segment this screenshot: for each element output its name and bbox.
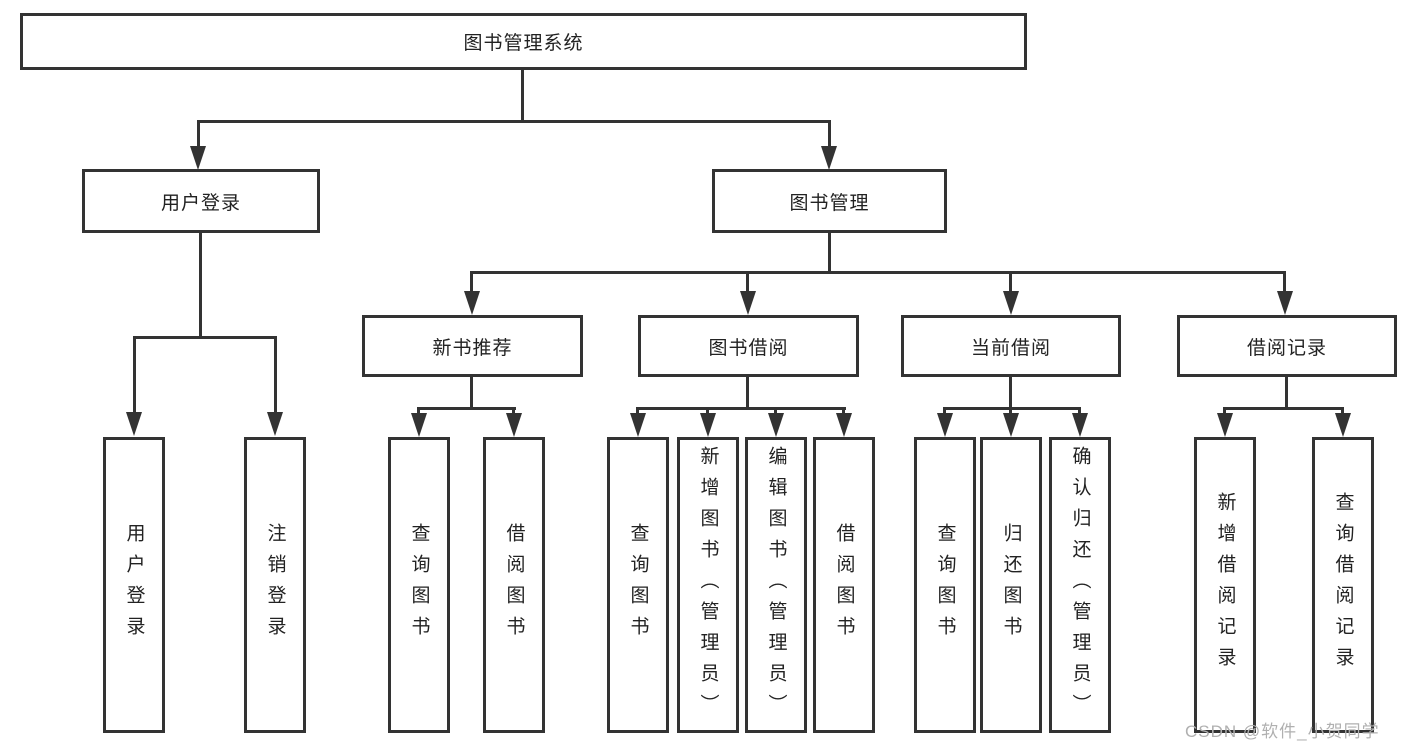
arrow-down-icon <box>700 413 716 437</box>
leaf-label: 查询借阅记录 <box>1332 492 1354 678</box>
node-current-borrow: 当前借阅 <box>901 315 1121 377</box>
connector-line <box>828 233 831 271</box>
connector-line <box>1009 377 1012 407</box>
connector-line <box>133 336 277 339</box>
node-label: 图书管理 <box>789 192 870 214</box>
connector-line <box>470 271 473 293</box>
connector-line <box>1078 407 1081 415</box>
arrow-down-icon <box>1072 413 1088 437</box>
arrow-down-icon <box>464 291 480 315</box>
leaf-query-books: 查询图书 <box>388 437 450 733</box>
connector-line <box>512 407 515 415</box>
connector-line <box>197 120 830 123</box>
connector-line <box>842 407 845 415</box>
connector-line <box>470 377 473 407</box>
connector-line <box>133 336 136 412</box>
connector-line <box>417 407 516 410</box>
leaf-borrow-books-2: 借阅图书 <box>813 437 875 733</box>
leaf-add-books-admin: 新增图书（管理员） <box>677 437 739 733</box>
arrow-down-icon <box>821 146 837 170</box>
connector-line <box>1341 407 1344 415</box>
csdn-watermark: CSDN @软件_小贺同学 <box>1185 722 1380 741</box>
connector-line <box>1009 271 1012 293</box>
leaf-label: 查询图书 <box>408 523 430 647</box>
node-root-label: 图书管理系统 <box>463 33 584 54</box>
leaf-label: 用户登录 <box>123 523 145 647</box>
connector-line <box>1223 407 1226 415</box>
leaf-label: 新增借阅记录 <box>1214 492 1236 678</box>
connector-line <box>1285 377 1288 407</box>
node-root: 图书管理系统 <box>20 13 1027 70</box>
node-user-login: 用户登录 <box>82 169 320 233</box>
connector-line <box>943 407 946 415</box>
leaf-label: 借阅图书 <box>833 523 855 647</box>
connector-line <box>636 407 846 410</box>
leaf-query-books-3: 查询图书 <box>914 437 976 733</box>
leaf-label: 借阅图书 <box>503 523 525 647</box>
arrow-down-icon <box>190 146 206 170</box>
arrow-down-icon <box>126 412 142 436</box>
leaf-label: 新增图书（管理员） <box>697 445 719 725</box>
connector-line <box>197 120 200 148</box>
leaf-label: 查询图书 <box>627 523 649 647</box>
arrow-down-icon <box>937 413 953 437</box>
leaf-label: 查询图书 <box>934 523 956 647</box>
arrow-down-icon <box>411 413 427 437</box>
leaf-user-login: 用户登录 <box>103 437 165 733</box>
connector-line <box>521 70 524 121</box>
connector-line <box>1283 271 1286 293</box>
node-new-book-recommend: 新书推荐 <box>362 315 583 377</box>
leaf-label: 确认归还（管理员） <box>1069 445 1091 725</box>
leaf-label: 注销登录 <box>264 523 286 647</box>
node-label: 借阅记录 <box>1246 337 1327 359</box>
arrow-down-icon <box>1277 291 1293 315</box>
connector-line <box>828 120 831 148</box>
arrow-down-icon <box>630 413 646 437</box>
leaf-borrow-books: 借阅图书 <box>483 437 545 733</box>
leaf-edit-books-admin: 编辑图书（管理员） <box>745 437 807 733</box>
connector-line <box>774 407 777 415</box>
arrow-down-icon <box>1003 413 1019 437</box>
arrow-down-icon <box>506 413 522 437</box>
leaf-return-books: 归还图书 <box>980 437 1042 733</box>
connector-line <box>274 336 277 412</box>
leaf-logout: 注销登录 <box>244 437 306 733</box>
leaf-query-books-2: 查询图书 <box>607 437 669 733</box>
connector-line <box>746 377 749 407</box>
leaf-confirm-return-admin: 确认归还（管理员） <box>1049 437 1111 733</box>
arrow-down-icon <box>1217 413 1233 437</box>
connector-line <box>417 407 420 415</box>
arrow-down-icon <box>1003 291 1019 315</box>
arrow-down-icon <box>1335 413 1351 437</box>
leaf-query-borrow-record: 查询借阅记录 <box>1312 437 1374 733</box>
connector-line <box>1009 407 1012 415</box>
arrow-down-icon <box>267 412 283 436</box>
connector-line <box>706 407 709 415</box>
node-borrow-records: 借阅记录 <box>1177 315 1397 377</box>
leaf-add-borrow-record: 新增借阅记录 <box>1194 437 1256 733</box>
node-label: 新书推荐 <box>432 337 513 359</box>
connector-line <box>470 271 1286 274</box>
connector-line <box>1223 407 1344 410</box>
leaf-label: 归还图书 <box>1000 523 1022 647</box>
node-label: 用户登录 <box>160 192 241 214</box>
arrow-down-icon <box>836 413 852 437</box>
leaf-label: 编辑图书（管理员） <box>765 445 787 725</box>
arrow-down-icon <box>768 413 784 437</box>
node-label: 当前借阅 <box>970 337 1051 359</box>
connector-line <box>636 407 639 415</box>
connector-line <box>943 407 1081 410</box>
node-book-borrow: 图书借阅 <box>638 315 859 377</box>
node-label: 图书借阅 <box>708 337 789 359</box>
connector-line <box>199 232 202 336</box>
node-book-management: 图书管理 <box>712 169 947 233</box>
connector-line <box>746 271 749 293</box>
arrow-down-icon <box>740 291 756 315</box>
